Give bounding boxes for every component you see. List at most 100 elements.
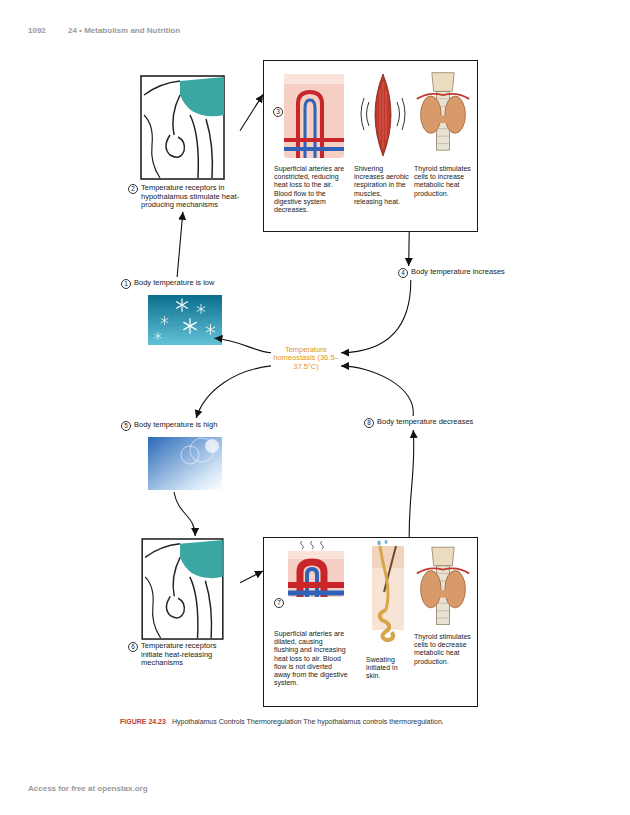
step-group: 1Body temperature is low — [121, 277, 214, 349]
shivering-muscle-part-part — [380, 90, 381, 140]
callout-number: 2 — [128, 184, 138, 194]
hot-picture-part — [148, 437, 222, 490]
figure-caption: Hypothalamus Controls Thermoregulation T… — [172, 718, 444, 725]
step-row: 5Body temperature is high — [121, 421, 217, 431]
shivering-muscle-part-part — [397, 102, 400, 126]
step-row: 2Temperature receptors in hypothalamus s… — [128, 184, 240, 210]
dilated-vessels-part-part — [311, 541, 314, 549]
hot-picture-part — [205, 439, 219, 453]
mechanism-text: Thyroid stimulates cells to decrease met… — [414, 633, 474, 666]
shivering-muscle-part — [380, 82, 386, 148]
thyroid-gland — [417, 73, 469, 625]
step-row: 1Body temperature is low — [121, 279, 214, 289]
step-text: Temperature receptors in hypothalamus st… — [141, 184, 240, 210]
cold-picture-part — [184, 319, 196, 333]
shivering-muscle-part-part — [386, 90, 387, 140]
step-row: 6Temperature receptors initiate heat-rel… — [128, 642, 240, 668]
flow-arrow — [174, 492, 195, 536]
step-text: Body temperature increases — [411, 268, 505, 277]
shivering-muscle-part — [375, 74, 391, 156]
flow-arrow — [240, 571, 263, 583]
dilated-vessels — [288, 541, 344, 597]
sweat-gland-part — [385, 540, 388, 544]
sweat-gland-part — [377, 541, 381, 546]
callout-number: 1 — [121, 279, 131, 289]
flow-arrow — [341, 366, 413, 416]
hypothalamus-icon-part — [141, 76, 224, 179]
hypothalamus-icon — [141, 76, 224, 639]
step-group: 6Temperature receptors initiate heat-rel… — [128, 536, 240, 670]
page-header: 1092 — [28, 26, 46, 35]
dilated-vessels-part — [288, 551, 344, 597]
sweat-gland-part — [372, 546, 404, 568]
callout-number: 5 — [121, 421, 131, 431]
flow-arrow — [408, 232, 410, 266]
mechanism-text: Superficial arteries are constricted, re… — [274, 165, 348, 214]
shivering-muscle-part-part — [367, 102, 370, 126]
thyroid-gland-part — [417, 547, 469, 624]
step-group: 8Body temperature decreases — [364, 416, 473, 430]
step-row: 8Body temperature decreases — [364, 418, 473, 428]
shivering-muscle-part — [361, 98, 405, 130]
constricted-vessels — [284, 74, 344, 158]
dilated-vessels-part-part — [321, 541, 324, 549]
dilated-vessels-part — [288, 591, 344, 596]
mechanism-text: Superficial arteries are dilated, causin… — [274, 630, 348, 687]
callout-number: 8 — [364, 418, 374, 428]
hypothalamus-icon-part — [142, 539, 223, 639]
sweat-gland-part — [380, 546, 388, 610]
step-text: Body temperature is high — [134, 421, 217, 430]
flow-arrow — [341, 280, 411, 353]
cold-picture-part — [161, 316, 168, 324]
step-row: 4Body temperature increases — [398, 268, 505, 278]
thyroid-gland-part — [417, 73, 469, 150]
dilated-vessels-part-part — [301, 541, 304, 549]
dilated-vessels-part — [301, 541, 324, 549]
sweat-gland-part — [380, 610, 393, 640]
hot-picture — [148, 437, 222, 490]
flow-arrow — [409, 430, 414, 537]
cold-picture-part — [155, 332, 161, 339]
flow-arrow — [196, 366, 271, 418]
callout-number: 6 — [128, 642, 138, 652]
figure-number: FIGURE 24.23 — [120, 718, 166, 725]
callout-number: 3 — [273, 107, 283, 117]
sweat-gland — [372, 540, 404, 640]
cold-picture — [148, 295, 222, 345]
cold-picture-part — [197, 305, 205, 314]
dilated-vessels-part — [288, 551, 344, 559]
mechanism-text: Thyroid stimulates cells to increase met… — [414, 165, 474, 198]
mechanism-text: Shivering increases aerobic respiration … — [354, 165, 410, 206]
dilated-vessels-part — [288, 582, 344, 588]
step-text: Body temperature decreases — [377, 418, 473, 427]
step-text: Temperature receptors initiate heat-rele… — [141, 642, 240, 668]
cold-picture-part — [148, 295, 222, 345]
shivering-muscle-part-part — [361, 98, 364, 130]
shivering-muscle — [361, 74, 405, 156]
footer-note: Access for free at openstax.org — [28, 784, 148, 793]
step-text: Body temperature is low — [134, 279, 214, 288]
shivering-muscle-part-part — [383, 82, 384, 148]
hub-text: Temperature homeostasis (36.5–37.5°C) — [271, 346, 341, 371]
constricted-vessels-part — [284, 74, 344, 158]
flow-arrow — [177, 212, 183, 277]
mechanism-text: Sweating initiated in skin. — [366, 656, 410, 681]
flow-arrow — [215, 338, 272, 353]
page-header: 24 • Metabolism and Nutrition — [68, 26, 180, 35]
step-group: 5Body temperature is high — [121, 418, 217, 492]
homeostasis-label: Temperature homeostasis (36.5–37.5°C) — [271, 344, 341, 373]
response-box: 7Superficial arteries are dilated, causi… — [263, 537, 478, 707]
shivering-muscle-part-part — [402, 98, 405, 130]
response-box: 3Superficial arteries are constricted, r… — [263, 60, 478, 232]
cold-picture-part — [206, 325, 215, 335]
callout-number: 7 — [274, 598, 284, 608]
constricted-vessels-part — [284, 138, 344, 142]
step-group: 4Body temperature increases — [398, 266, 505, 280]
constricted-vessels-part — [284, 147, 344, 151]
step-group: 2Temperature receptors in hypothalamus s… — [128, 72, 240, 212]
flow-arrow — [240, 94, 263, 130]
callout-number: 4 — [398, 268, 408, 278]
